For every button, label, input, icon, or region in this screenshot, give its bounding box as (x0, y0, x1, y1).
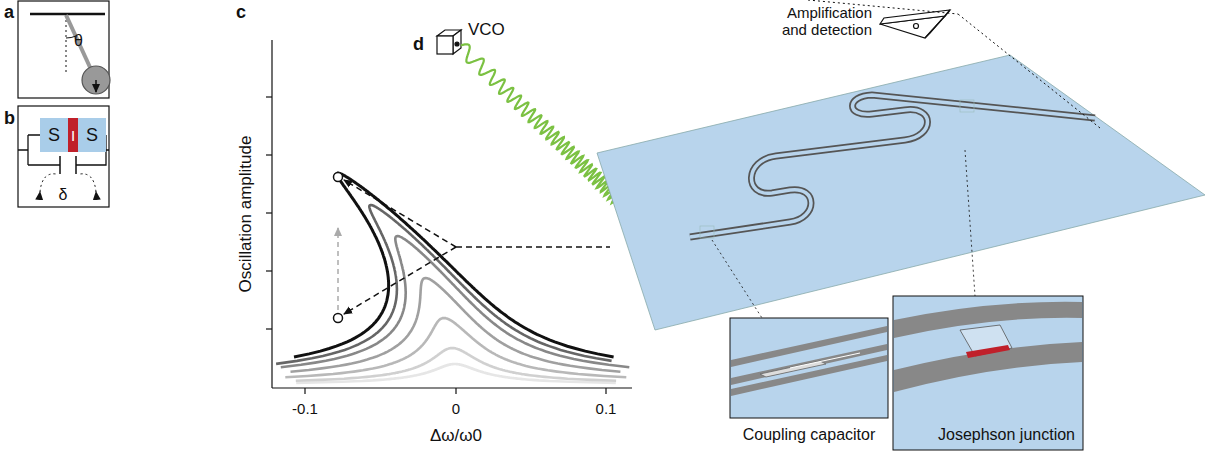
text-label: Oscillation amplitude (236, 136, 256, 293)
plot-axes (266, 40, 632, 394)
pendulum-panel (18, 1, 110, 98)
hysteresis-arrows (334, 173, 611, 323)
junction-inset (893, 296, 1083, 450)
inset-caption: Coupling capacitor (743, 426, 876, 444)
resonator (690, 95, 1095, 238)
response-curves (276, 173, 629, 383)
junction-circuit (18, 106, 109, 207)
layer-letter: S (86, 125, 98, 146)
layer-letter: S (48, 125, 60, 146)
junction-layer: S (78, 118, 106, 152)
tick-label: 0 (452, 400, 460, 417)
text-label: δ (59, 186, 68, 204)
response-curve (294, 173, 614, 357)
leader-line (712, 240, 762, 318)
capacitor-inset (730, 318, 888, 418)
microwave-signal (461, 44, 628, 209)
text-label: Amplification and detection (760, 4, 872, 39)
amplifier-icon (880, 10, 950, 38)
inset-caption: Josephson junction (938, 426, 1075, 444)
panel-letter: a (4, 2, 14, 23)
vco-icon (437, 30, 461, 54)
panel-letter: d (413, 34, 424, 55)
leader-line (965, 150, 975, 296)
inset-panel: Coupling capacitor (730, 318, 888, 446)
tick-label: -0.1 (292, 400, 318, 417)
inset-panel: Josephson junction (893, 296, 1083, 450)
text-label: θ (74, 32, 83, 50)
tick-label: 0.1 (596, 400, 617, 417)
junction-layer: S (40, 118, 68, 152)
response-curve (276, 205, 611, 364)
chip (597, 55, 1205, 330)
panel-letter: c (236, 2, 246, 23)
text-label: Δω/ω0 (430, 426, 482, 446)
panel-letter: b (4, 108, 15, 129)
layer-letter: I (71, 127, 75, 144)
text-label: VCO (468, 20, 505, 40)
junction-layer: I (68, 118, 78, 152)
